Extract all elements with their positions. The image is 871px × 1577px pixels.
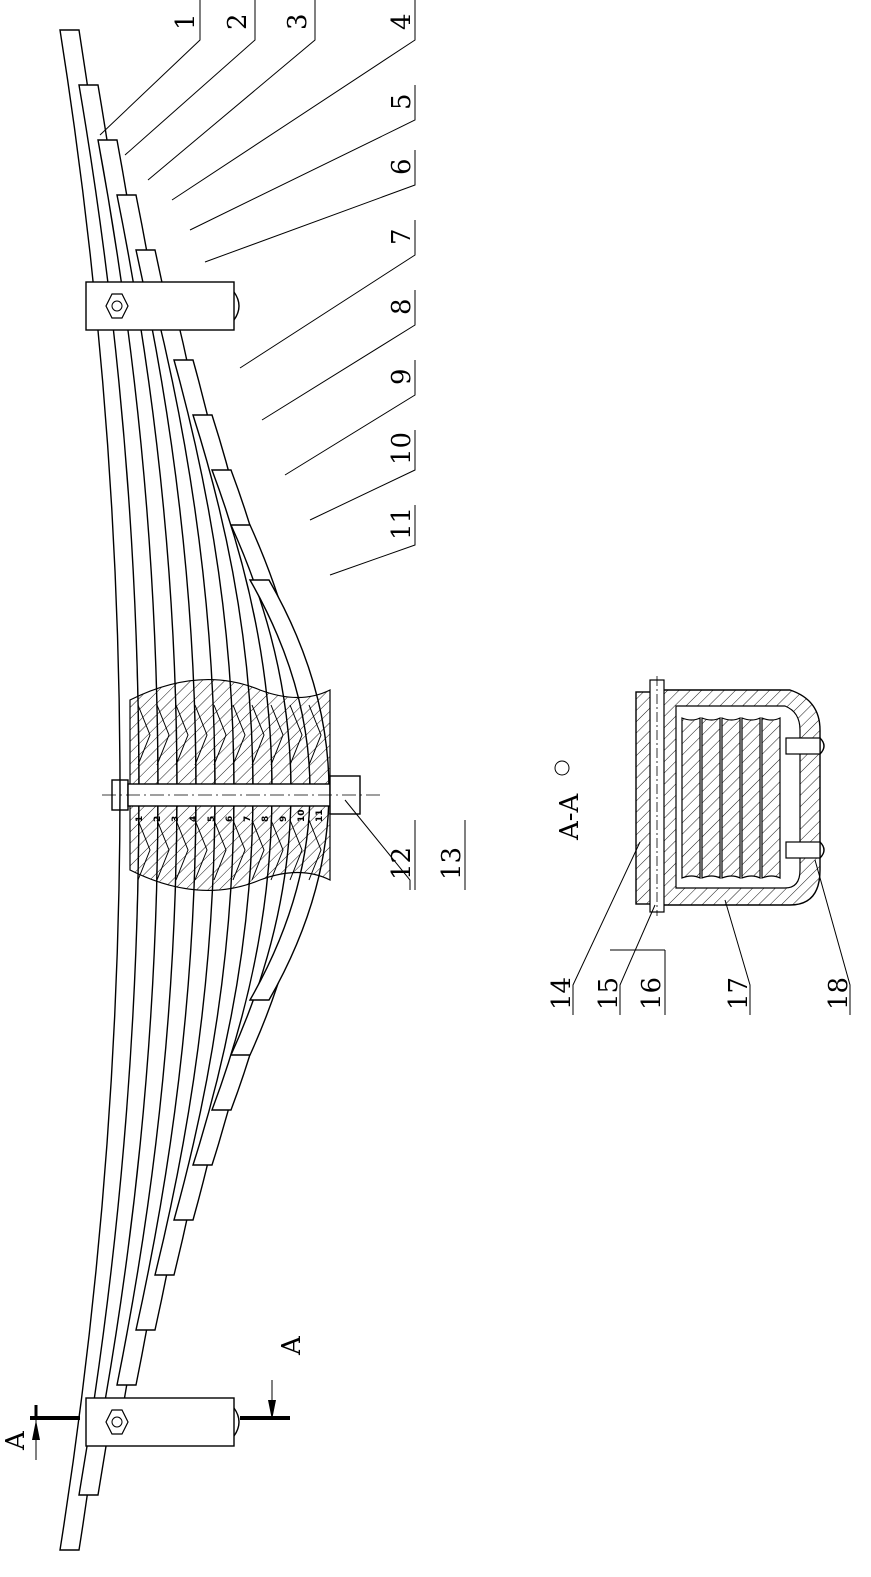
rebound-clip-bottom <box>85 1397 240 1447</box>
inner-leaf-number: 2 <box>153 816 163 822</box>
section-title: A-A <box>555 792 585 841</box>
leaf-chevron <box>308 819 322 881</box>
inner-leaf-numbers: 1 2 3 4 5 6 7 8 9 10 11 <box>135 809 325 822</box>
label-4: 4 <box>387 13 417 30</box>
inner-leaf-number: 3 <box>171 816 181 822</box>
label-2: 2 <box>223 13 253 30</box>
leaf-chevron <box>175 704 189 766</box>
label-15: 15 <box>594 977 624 1010</box>
inner-leaf-number: 5 <box>207 816 217 822</box>
label-16: 16 <box>637 977 667 1010</box>
section-view: A-A 14 15 16 17 18 <box>547 676 854 1015</box>
section-leaf <box>701 717 721 879</box>
label-13: 13 <box>437 847 467 880</box>
label-3: 3 <box>283 13 313 30</box>
leaf-chevron <box>156 819 170 881</box>
leaf-chevron <box>213 704 227 766</box>
leaf-chevron <box>137 704 151 766</box>
section-leaf <box>741 717 761 879</box>
section-leaf <box>681 717 701 879</box>
leaf-callouts: 1 2 3 4 5 6 7 8 9 10 11 <box>99 0 417 576</box>
label-6: 6 <box>387 158 417 175</box>
label-12: 12 <box>387 847 417 880</box>
label-11: 11 <box>387 507 417 540</box>
leaf-chevrons <box>137 704 322 881</box>
section-arrow-left-label: A <box>1 1430 31 1451</box>
label-1: 1 <box>171 13 201 30</box>
label-9: 9 <box>387 368 417 385</box>
section-cut-marks: A A <box>1 1335 307 1460</box>
inner-leaf-number: 11 <box>315 809 325 822</box>
leaf-chevron <box>308 704 322 766</box>
inner-leaf-number: 4 <box>189 816 199 822</box>
leaf-chevron <box>270 819 284 881</box>
spring-leaves <box>59 29 330 1551</box>
leaf-chevron <box>289 704 303 766</box>
label-8: 8 <box>387 298 417 315</box>
inner-leaf-number: 8 <box>261 816 271 822</box>
leaf-chevron <box>289 819 303 881</box>
label-7: 7 <box>387 228 417 245</box>
hex-bolt-icon <box>105 293 129 319</box>
label-10: 10 <box>387 432 417 465</box>
inner-leaf-number: 6 <box>225 816 235 822</box>
leaf-chevron <box>194 704 208 766</box>
leaf-chevron <box>251 819 265 881</box>
section-arrow-right-label: A <box>277 1335 307 1356</box>
bolt-callouts: 12 13 <box>344 799 467 890</box>
leaf-chevron <box>194 819 208 881</box>
label-5: 5 <box>387 93 417 110</box>
inner-leaf-number: 9 <box>279 816 289 822</box>
inner-leaf-number: 7 <box>243 816 253 822</box>
rotate-icon <box>554 760 570 776</box>
leaf-chevron <box>270 704 284 766</box>
center-section: 1 2 3 4 5 6 7 8 9 10 11 <box>102 678 380 892</box>
leaf-chevron <box>251 704 265 766</box>
leaf-chevron <box>232 819 246 881</box>
leaf-chevron <box>213 819 227 881</box>
hex-bolt-icon <box>105 1409 129 1435</box>
section-leaf <box>761 717 781 879</box>
section-leaf <box>721 717 741 879</box>
label-18: 18 <box>824 977 854 1010</box>
leaf-chevron <box>175 819 189 881</box>
leaf-chevron <box>156 704 170 766</box>
leaf-chevron <box>137 819 151 881</box>
label-17: 17 <box>724 977 754 1010</box>
leaf-chevron <box>232 704 246 766</box>
label-14: 14 <box>547 977 577 1010</box>
inner-leaf-number: 10 <box>297 809 307 822</box>
rebound-clip-top <box>85 281 240 331</box>
inner-leaf-number: 1 <box>135 816 145 822</box>
